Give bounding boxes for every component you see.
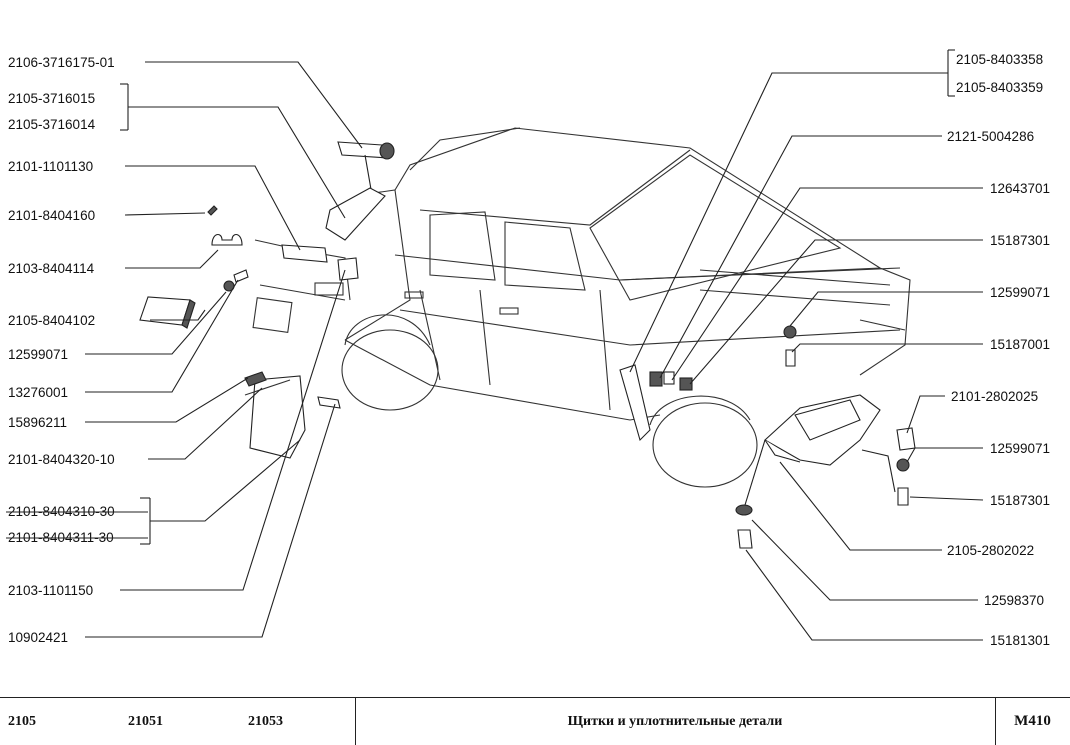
right-leader-lines bbox=[629, 49, 984, 641]
washer-right-part-icon bbox=[783, 325, 797, 339]
bolt-bottom-part-icon bbox=[737, 529, 753, 549]
part-label: 15896211 bbox=[8, 415, 67, 430]
bolt-lower-part-icon bbox=[897, 487, 909, 506]
part-label: 2105-3716014 bbox=[8, 117, 96, 132]
part-label: 2101-8404160 bbox=[8, 208, 95, 223]
part-label: 12599071 bbox=[990, 441, 1050, 456]
clip-part-icon bbox=[211, 234, 243, 246]
model-label: 21053 bbox=[248, 714, 283, 729]
axle-bracket-part-icon bbox=[764, 394, 881, 466]
part-label: 2101-2802025 bbox=[951, 389, 1038, 404]
part-label: 15187301 bbox=[990, 233, 1050, 248]
bolt-long-part-icon bbox=[317, 396, 341, 409]
mudflap-part-icon bbox=[244, 371, 306, 459]
part-label: 2105-8404102 bbox=[8, 313, 95, 328]
part-label: 2101-8404320-10 bbox=[8, 452, 115, 467]
block-part-icon bbox=[139, 296, 196, 329]
screw-part-icon bbox=[207, 205, 218, 216]
page-code: M410 bbox=[1014, 713, 1051, 729]
part-label: 2121-5004286 bbox=[947, 129, 1034, 144]
part-label: 15187001 bbox=[990, 337, 1050, 352]
part-label: 2105-8403359 bbox=[956, 80, 1043, 95]
mirror-part-icon bbox=[325, 141, 395, 241]
right-part-labels: 2105-8403358 2105-8403359 2121-5004286 1… bbox=[947, 52, 1050, 648]
part-label: 2105-3716015 bbox=[8, 91, 95, 106]
bolt-right-part-icon bbox=[785, 349, 796, 367]
part-label: 2101-1101130 bbox=[8, 159, 93, 174]
part-label: 15181301 bbox=[990, 633, 1050, 648]
model-label: 21051 bbox=[128, 714, 163, 729]
rear-bracket-part-icon bbox=[619, 364, 651, 442]
left-leader-lines bbox=[85, 61, 363, 638]
stop-part-icon bbox=[896, 427, 916, 451]
part-label: 2105-8403358 bbox=[956, 52, 1043, 67]
washer-lower-part-icon bbox=[896, 458, 910, 472]
part-label: 13276001 bbox=[8, 385, 68, 400]
page-title: Щитки и уплотнительные детали bbox=[567, 714, 783, 729]
part-label: 2103-8404114 bbox=[8, 261, 95, 276]
part-label: 2105-2802022 bbox=[947, 543, 1034, 558]
bracket-part-icon bbox=[337, 257, 359, 281]
part-label: 12598370 bbox=[984, 593, 1044, 608]
part-label: 10902421 bbox=[8, 630, 68, 645]
model-label: 2105 bbox=[8, 714, 36, 729]
part-label: 12599071 bbox=[990, 285, 1050, 300]
left-part-labels: 2106-3716175-01 2105-3716015 2105-371601… bbox=[6, 55, 148, 645]
car-illustration bbox=[252, 127, 911, 488]
buffer-part-icon bbox=[649, 371, 693, 391]
divider bbox=[995, 698, 996, 745]
part-label: 2103-1101150 bbox=[8, 583, 93, 598]
title-block: 2105 21051 21053 Щитки и уплотнительные … bbox=[0, 697, 1070, 745]
part-label: 2106-3716175-01 bbox=[8, 55, 115, 70]
washer-bottom-part-icon bbox=[735, 504, 753, 516]
divider bbox=[355, 698, 356, 745]
part-label: 15187301 bbox=[990, 493, 1050, 508]
bolt-part-icon bbox=[233, 269, 249, 283]
seal-part-icon bbox=[281, 244, 328, 263]
part-label: 12643701 bbox=[990, 181, 1050, 196]
part-label: 12599071 bbox=[8, 347, 68, 362]
